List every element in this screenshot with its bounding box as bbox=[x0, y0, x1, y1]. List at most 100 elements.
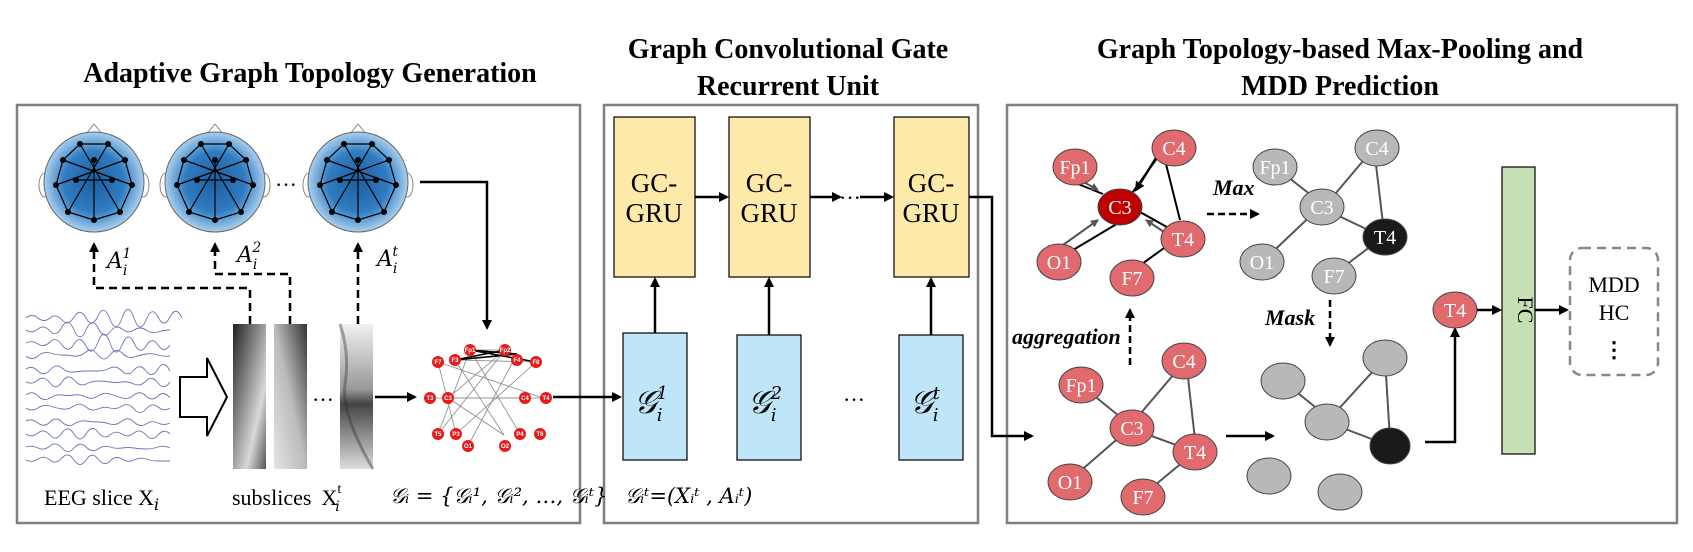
svg-text:O1: O1 bbox=[1250, 252, 1274, 274]
svg-text:F7: F7 bbox=[434, 360, 442, 366]
svg-text:Fp1: Fp1 bbox=[465, 348, 476, 354]
to-output-node-arrow bbox=[1425, 327, 1460, 444]
mini-eeg-graph: F7 F3 Fp1 Fp2 F4 F8 T3 C3 C4 T4 T5 P3 O1… bbox=[424, 344, 552, 452]
heads-ellipsis: ··· bbox=[275, 172, 297, 197]
svg-text:O2: O2 bbox=[501, 444, 510, 450]
svg-text:GRU: GRU bbox=[740, 198, 797, 228]
svg-text:P3: P3 bbox=[452, 432, 460, 438]
gcgru-cell-1: GC- GRU bbox=[613, 116, 696, 278]
right-section-title-line2: MDD Prediction bbox=[1241, 71, 1439, 102]
right-section-title-line1: Graph Topology-based Max-Pooling and bbox=[1097, 34, 1584, 65]
svg-text:𝒢i2: 𝒢i2 bbox=[748, 383, 782, 426]
svg-text:T5: T5 bbox=[434, 432, 442, 438]
gcgru-cell-t: GC- GRU bbox=[893, 116, 970, 278]
gcgru-to-pooling-arrow bbox=[969, 195, 1034, 441]
graph-input-2: 𝒢i2 bbox=[736, 334, 802, 461]
svg-text:FC: FC bbox=[1513, 297, 1538, 324]
svg-text:F7: F7 bbox=[1323, 266, 1344, 288]
middle-section-title-line2: Recurrent Unit bbox=[697, 71, 880, 102]
svg-text:T6: T6 bbox=[536, 432, 544, 438]
svg-text:EEG slice Xi: EEG slice Xi bbox=[44, 485, 159, 514]
prediction-output: MDD HC ⋮ bbox=[1568, 246, 1660, 377]
middle-section-title-line1: Graph Convolutional Gate bbox=[628, 34, 948, 65]
svg-text:⋮: ⋮ bbox=[1603, 337, 1625, 362]
svg-text:GC-: GC- bbox=[908, 168, 955, 198]
svg-text:Ai2: Ai2 bbox=[235, 240, 261, 273]
eeg-signal bbox=[25, 309, 183, 465]
svg-text:F7: F7 bbox=[1121, 268, 1142, 290]
svg-text:Fp1: Fp1 bbox=[1259, 157, 1290, 179]
graph-input-1: 𝒢i1 bbox=[622, 332, 688, 461]
gcgru-cell-2: GC- GRU bbox=[728, 116, 811, 278]
adjacency-label-t: Ait bbox=[375, 244, 398, 277]
svg-text:MDD: MDD bbox=[1588, 272, 1639, 297]
mask-label: Mask bbox=[1264, 305, 1315, 330]
graph-input-t: 𝒢it bbox=[898, 334, 964, 461]
svg-text:Fp1: Fp1 bbox=[1065, 375, 1096, 397]
svg-text:T4: T4 bbox=[1184, 442, 1206, 464]
output-node: T4 bbox=[1432, 291, 1478, 329]
svg-text:GRU: GRU bbox=[902, 198, 959, 228]
fc-layer: FC bbox=[1501, 166, 1538, 455]
svg-text:C3: C3 bbox=[444, 396, 452, 402]
svg-text:F4: F4 bbox=[513, 358, 521, 364]
subslice-1 bbox=[233, 324, 266, 469]
svg-text:T4: T4 bbox=[1374, 227, 1396, 249]
svg-text:Ai1: Ai1 bbox=[105, 246, 131, 279]
svg-text:T3: T3 bbox=[426, 396, 434, 402]
svg-text:O1: O1 bbox=[1047, 252, 1071, 274]
left-panel bbox=[15, 103, 582, 525]
svg-text:Ait: Ait bbox=[375, 244, 398, 277]
gcgru-ellipsis: ··· bbox=[839, 185, 861, 210]
subslices-ellipsis: ··· bbox=[312, 387, 334, 412]
eeg-slice-label: EEG slice Xi bbox=[44, 485, 159, 514]
left-section-title: Adaptive Graph Topology Generation bbox=[83, 58, 537, 89]
dashed-adjacency-connectors bbox=[89, 242, 363, 324]
subslice-t bbox=[340, 324, 373, 469]
svg-text:C4: C4 bbox=[521, 396, 529, 402]
svg-text:C3: C3 bbox=[1120, 418, 1143, 440]
svg-text:F3: F3 bbox=[451, 358, 459, 364]
svg-text:C4: C4 bbox=[1162, 138, 1185, 160]
aggregation-label: aggregation bbox=[1012, 324, 1121, 349]
brain-topomap-1 bbox=[38, 123, 150, 233]
svg-text:O1: O1 bbox=[1058, 472, 1082, 494]
svg-text:F7: F7 bbox=[1132, 487, 1153, 509]
svg-text:F8: F8 bbox=[532, 360, 540, 366]
svg-text:C3: C3 bbox=[1108, 197, 1131, 219]
brain-topomap-2 bbox=[159, 123, 271, 233]
graph-tuple-formula: 𝒢ᵢᵗ=(Xᵢᵗ , Aᵢᵗ) bbox=[625, 484, 752, 508]
subslice-2 bbox=[274, 324, 307, 469]
hollow-arrow bbox=[179, 357, 229, 437]
svg-text:Fp2: Fp2 bbox=[500, 348, 511, 354]
input-graph: Fp1 C4 C3 O1 T4 F7 bbox=[1047, 342, 1218, 516]
svg-text:𝒢it: 𝒢it bbox=[910, 383, 941, 426]
svg-text:T4: T4 bbox=[1172, 229, 1194, 251]
right-panel bbox=[1005, 103, 1679, 525]
svg-text:T4: T4 bbox=[542, 396, 550, 402]
middle-panel bbox=[602, 103, 980, 525]
max-pooled-graph: Fp1 C4 C3 O1 T4 F7 bbox=[1239, 129, 1408, 295]
adjacency-label-2: Ai2 bbox=[235, 240, 261, 273]
svg-text:C4: C4 bbox=[1365, 138, 1388, 160]
svg-text:P4: P4 bbox=[516, 432, 524, 438]
max-label: Max bbox=[1212, 175, 1255, 200]
svg-text:𝒢i1: 𝒢i1 bbox=[634, 383, 668, 426]
svg-text:GC-: GC- bbox=[631, 168, 678, 198]
svg-text:O1: O1 bbox=[464, 444, 473, 450]
svg-text:HC: HC bbox=[1599, 300, 1630, 325]
svg-text:Fp1: Fp1 bbox=[1059, 157, 1090, 179]
graph-set-formula: 𝒢ᵢ = {𝒢ᵢ¹, 𝒢ᵢ², …, 𝒢ᵢᵗ} bbox=[390, 484, 607, 508]
topomap-to-graph-arrow bbox=[420, 180, 492, 330]
svg-text:C4: C4 bbox=[1172, 351, 1195, 373]
svg-text:C3: C3 bbox=[1310, 197, 1333, 219]
graph-inputs-ellipsis: ··· bbox=[843, 387, 865, 412]
svg-text:T4: T4 bbox=[1444, 300, 1466, 322]
attention-graph: Fp1 C4 C3 O1 T4 F7 bbox=[1036, 129, 1206, 297]
masked-graph bbox=[1246, 339, 1411, 511]
svg-text:GC-: GC- bbox=[746, 168, 793, 198]
